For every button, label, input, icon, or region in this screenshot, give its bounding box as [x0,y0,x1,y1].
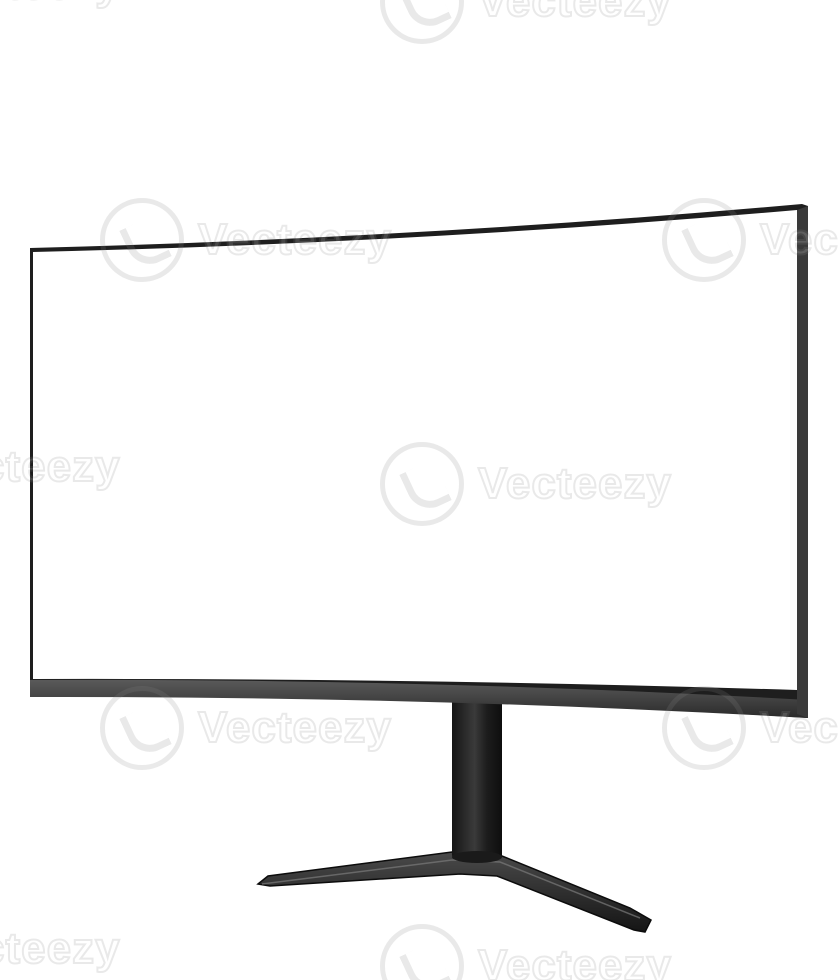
monitor-screen [33,210,797,690]
monitor-right-edge [797,206,808,718]
stand-neck [452,698,502,863]
stand-base [256,851,652,933]
